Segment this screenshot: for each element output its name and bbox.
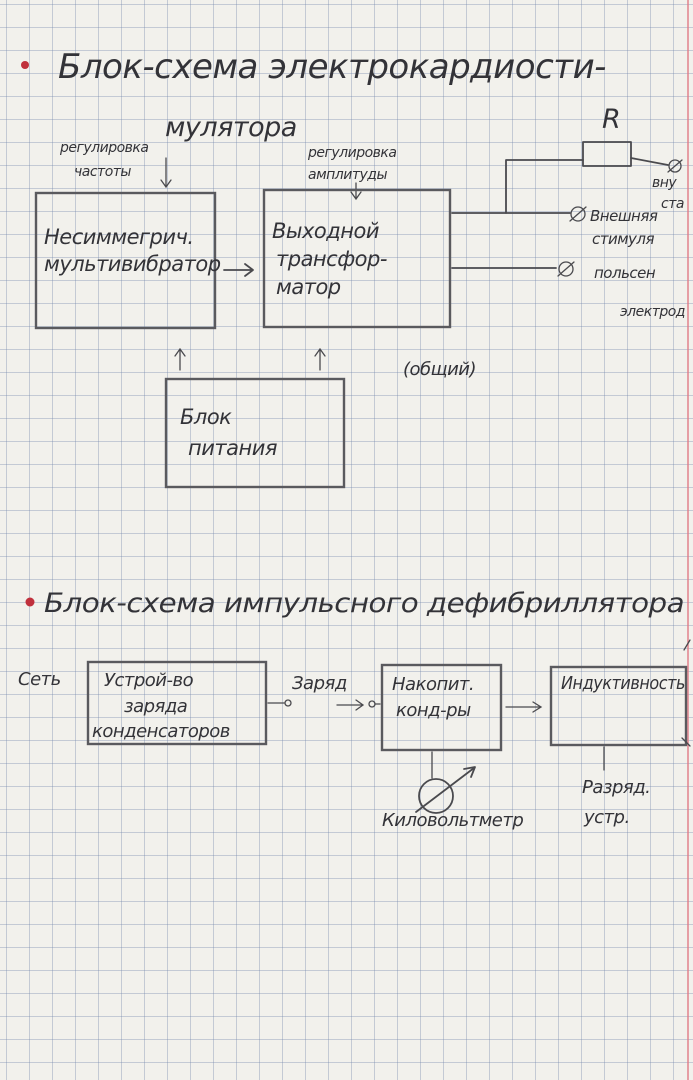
title-defibrillator: Блок-схема импульсного дефибриллятора: [44, 588, 684, 619]
kilovoltmeter-gauge-icon: [418, 778, 454, 814]
label-discharge-line2: устр.: [583, 807, 630, 828]
output-internal-line1: вну: [652, 175, 677, 191]
terminal-circle-icon: [570, 206, 586, 222]
label-network: Сеть: [18, 669, 61, 690]
box-multivibrator-line2: мультивибратор: [44, 252, 221, 276]
arrow-right-icon: [223, 263, 254, 277]
box-storage-capacitors: [380, 663, 503, 752]
output-external-line1: Внешняя: [590, 207, 658, 225]
output-external-line2: стимуля: [592, 230, 655, 248]
arrow-down-icon: [160, 157, 172, 189]
terminal-circle-icon: [558, 261, 574, 277]
box-power-line2: питания: [188, 436, 277, 460]
box-transformer-line3: матор: [276, 275, 341, 299]
box-transformer-line1: Выходной: [272, 219, 379, 243]
switch-contact-icon: [284, 699, 292, 707]
box-capacitors-line2: конд-ры: [396, 700, 471, 721]
box-inductance-line1: Индуктивность: [561, 673, 685, 694]
wire-resistor-out: [630, 157, 669, 166]
box-charging-device: [86, 660, 268, 746]
arrow-right-icon: [336, 699, 365, 711]
title-ecs-line1: Блок-схема электрокардиости-: [58, 47, 606, 87]
terminal-external: Внешняя стимуля: [569, 206, 658, 248]
box-charger-line1: Устрой-во: [104, 670, 194, 691]
arrow-right-icon: [505, 701, 543, 713]
label-resistor: R: [602, 104, 620, 135]
box-multivibrator: [34, 191, 217, 330]
resistor-symbol: [582, 141, 632, 167]
box-multivibrator-line1: Несиммегрич.: [44, 225, 194, 249]
label-common: (общий): [403, 359, 476, 380]
label-kilovoltmeter: Киловольтметр: [382, 810, 523, 831]
output-internal-line2: ста: [661, 196, 684, 212]
arrow-up-icon: [314, 347, 326, 371]
label-charge: Заряд: [292, 673, 347, 694]
terminal-internal: вну ста: [652, 159, 684, 212]
bullet-icon: [21, 61, 29, 69]
box-power-line1: Блок: [180, 405, 232, 429]
bullet-icon: [25, 597, 35, 607]
regulation-frequency-line2: частоты: [74, 164, 131, 180]
regulation-frequency-line1: регулировка: [59, 140, 148, 156]
terminal-circle-icon: [668, 159, 682, 173]
regulation-amplitude-line2: амплитуды: [308, 167, 387, 183]
box-inductance: [549, 665, 688, 747]
output-negative-line1: польсен: [594, 264, 656, 282]
box-power-supply: [164, 377, 346, 489]
title-ecs-line2: мулятора: [165, 112, 297, 143]
box-charger-line2: заряда: [124, 696, 187, 717]
box-charger-line3: конденсаторов: [92, 721, 230, 742]
box-output-transformer: [262, 188, 452, 329]
box-transformer-line2: трансфор-: [276, 247, 387, 271]
box-capacitors-line1: Накопит.: [392, 674, 474, 695]
regulation-amplitude-line1: регулировка: [307, 145, 396, 161]
section-ecs-block-diagram: Блок-схема электрокардиости- мулятора R …: [21, 47, 686, 489]
wire-to-resistor: [451, 159, 584, 214]
label-discharge-line1: Разряд.: [582, 777, 650, 798]
arrow-up-icon: [174, 347, 186, 371]
section-defibrillator-block-diagram: Блок-схема импульсного дефибриллятора Се…: [18, 588, 691, 831]
switch-contact-icon: [368, 700, 376, 708]
terminal-negative: польсен электрод: [557, 261, 686, 320]
output-negative-line2: электрод: [620, 304, 685, 320]
